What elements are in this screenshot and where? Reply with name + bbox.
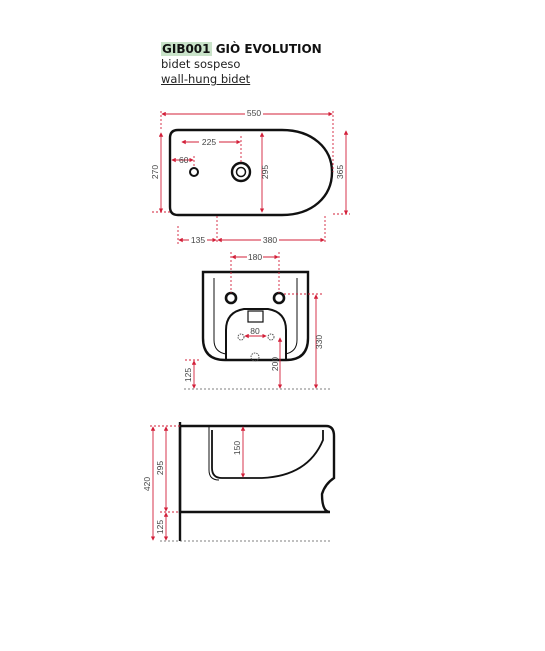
dim-overall-length: 365 (335, 165, 345, 179)
dim-floor-offset-front: 125 (183, 368, 193, 382)
dim-fixing-distance: 380 (263, 235, 277, 245)
dim-drain-span: 80 (250, 326, 260, 336)
dim-drain-depth: 295 (260, 165, 270, 179)
drain-connection (250, 352, 260, 362)
side-view-outline (178, 424, 336, 514)
dim-total-height: 420 (142, 477, 152, 491)
front-inner-left (213, 278, 227, 355)
water-connection-left (237, 333, 245, 341)
tap-hole (189, 167, 199, 177)
drain-hole-inner (235, 166, 247, 178)
top-view: 550 225 60 270 295 365 135 380 (150, 108, 350, 245)
dim-rear-offset: 135 (191, 235, 205, 245)
subtitle-italian: bidet sospeso (161, 57, 241, 71)
product-title: GIB001 GIÒ EVOLUTION (161, 41, 322, 57)
product-code: GIB001 (161, 42, 212, 56)
dim-rim-to-outlet: 150 (232, 441, 242, 455)
water-connection-right (267, 333, 275, 341)
dim-to-drain: 225 (202, 137, 216, 147)
dim-drain-height: 200 (270, 357, 280, 371)
front-cutout (225, 308, 287, 360)
dim-fixing-height: 330 (314, 335, 324, 349)
side-bowl-curve (211, 430, 324, 479)
side-view: 420 295 150 125 (142, 422, 336, 542)
front-view-outline (201, 270, 310, 362)
top-view-outline (168, 128, 334, 217)
fixing-hole-left (224, 291, 238, 305)
side-rim-detail (208, 426, 220, 481)
dim-bowl-height: 295 (155, 461, 165, 475)
drain-hole-outer (230, 161, 252, 183)
drain-spigot (247, 310, 264, 323)
dim-floor-offset-side: 125 (155, 520, 165, 534)
dim-depth: 270 (150, 165, 160, 179)
dim-fixing-centres: 180 (248, 252, 262, 262)
subtitle-english: wall-hung bidet (161, 72, 251, 86)
dim-overall-width: 550 (247, 108, 261, 118)
front-view: 180 80 330 200 125 (183, 252, 332, 390)
fixing-hole-right (272, 291, 286, 305)
product-header: GIB001 GIÒ EVOLUTION bidet sospeso wall-… (161, 41, 322, 87)
product-name: GIÒ EVOLUTION (215, 42, 322, 56)
dim-tap-offset: 60 (179, 155, 189, 165)
front-inner-right (284, 278, 298, 355)
